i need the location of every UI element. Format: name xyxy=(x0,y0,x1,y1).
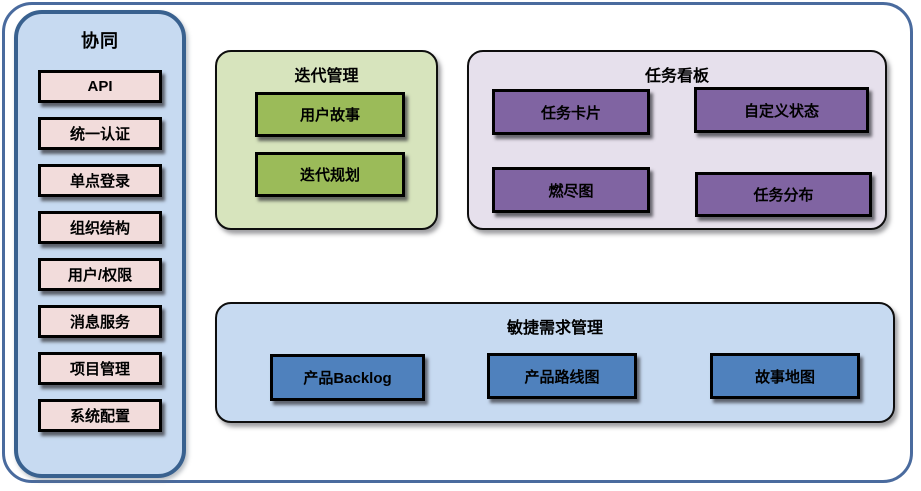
outer-frame xyxy=(2,2,913,483)
item-iteration-planning: 迭代规划 xyxy=(255,152,405,197)
item-task-distribution: 任务分布 xyxy=(695,172,872,217)
sidebar-item-message-service: 消息服务 xyxy=(38,305,162,338)
item-product-roadmap: 产品路线图 xyxy=(487,353,637,399)
item-product-backlog: 产品Backlog xyxy=(270,354,425,401)
sidebar-items: API 统一认证 单点登录 组织结构 用户/权限 消息服务 项目管理 系统配置 xyxy=(18,70,182,432)
sidebar-collaboration: 协同 API 统一认证 单点登录 组织结构 用户/权限 消息服务 项目管理 系统… xyxy=(14,10,186,478)
group-iteration-title: 迭代管理 xyxy=(294,68,359,85)
sidebar-item-project-mgmt: 项目管理 xyxy=(38,352,162,385)
sidebar-item-api: API xyxy=(38,70,162,103)
sidebar-item-user-permissions: 用户/权限 xyxy=(38,258,162,291)
item-custom-status: 自定义状态 xyxy=(694,87,869,133)
group-agile-requirements: 敏捷需求管理 产品Backlog 产品路线图 故事地图 xyxy=(215,302,895,423)
group-taskboard-title: 任务看板 xyxy=(644,68,709,85)
sidebar-item-org-structure: 组织结构 xyxy=(38,211,162,244)
sidebar-item-unified-auth: 统一认证 xyxy=(38,117,162,150)
sidebar-item-single-sign-on: 单点登录 xyxy=(38,164,162,197)
sidebar-item-system-config: 系统配置 xyxy=(38,399,162,432)
item-user-story: 用户故事 xyxy=(255,92,405,137)
item-task-card: 任务卡片 xyxy=(492,89,650,135)
group-task-board: 任务看板 任务卡片 自定义状态 燃尽图 任务分布 xyxy=(467,50,887,230)
item-story-map: 故事地图 xyxy=(710,353,860,399)
group-iteration-management: 迭代管理 用户故事 迭代规划 xyxy=(215,50,438,230)
item-burndown-chart: 燃尽图 xyxy=(492,167,650,213)
group-requirements-title: 敏捷需求管理 xyxy=(506,320,603,337)
sidebar-title: 协同 xyxy=(81,31,119,51)
